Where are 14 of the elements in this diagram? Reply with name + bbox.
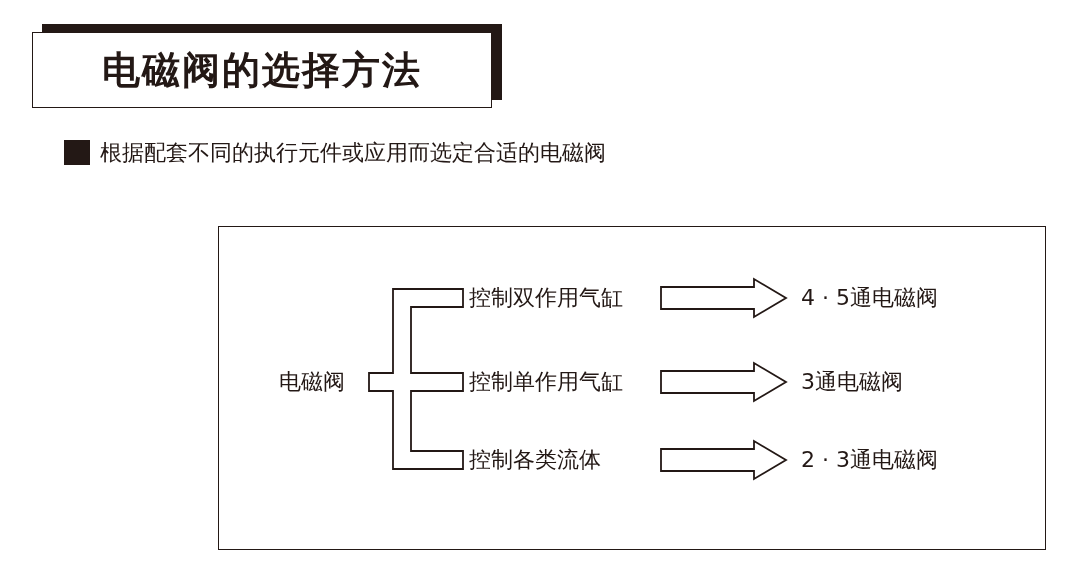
block-arrow (660, 277, 788, 319)
node-label: 2 · 3通电磁阀 (801, 445, 938, 475)
diagram-frame (218, 226, 1046, 550)
block-arrow (660, 439, 788, 481)
block-arrow (660, 361, 788, 403)
node-label: 电磁阀 (279, 367, 345, 397)
node-label: 4 · 5通电磁阀 (801, 283, 938, 313)
title: 电磁阀的选择方法 (102, 46, 422, 94)
node-label: 3通电磁阀 (801, 367, 903, 397)
subtitle: 根据配套不同的执行元件或应用而选定合适的电磁阀 (100, 139, 606, 167)
node-label: 控制单作用气缸 (469, 367, 623, 397)
node-label: 控制各类流体 (469, 445, 601, 475)
node-label: 控制双作用气缸 (469, 283, 623, 313)
bracket-connector (368, 288, 464, 470)
